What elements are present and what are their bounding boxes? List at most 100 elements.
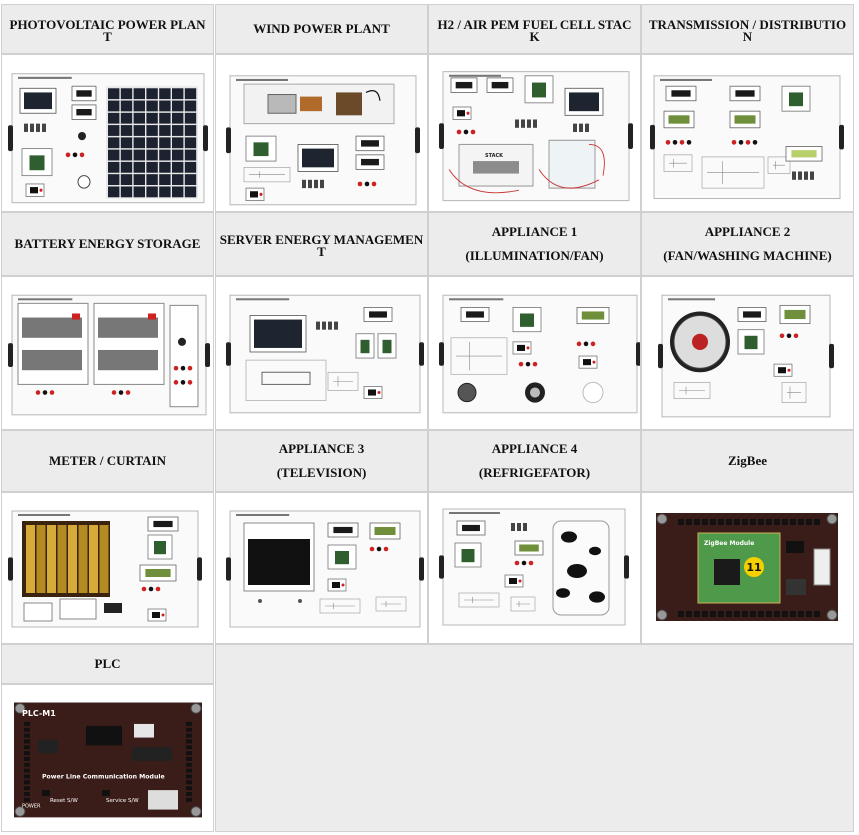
meter-display	[491, 81, 509, 89]
terminal-jack	[72, 152, 78, 158]
solar-cell	[184, 100, 197, 112]
terminal-jack	[665, 139, 671, 145]
rfid-reader	[23, 602, 53, 622]
diagram-lines	[249, 171, 285, 178]
system-diagram	[245, 359, 327, 401]
header-pin	[806, 519, 812, 525]
solar-cell	[146, 112, 158, 124]
product-image-app4	[428, 492, 641, 644]
stack-label: STACK	[485, 153, 504, 159]
solar-cell	[159, 125, 171, 136]
handle-right	[203, 125, 208, 152]
header-pin	[790, 519, 796, 525]
cow-spot	[589, 591, 605, 603]
handle-left	[226, 342, 231, 366]
terminal-jack	[525, 361, 531, 367]
handle-right	[197, 557, 202, 581]
header-pin	[186, 721, 192, 726]
header-pin	[750, 519, 756, 525]
header-pin	[186, 733, 192, 738]
solar-cell	[146, 161, 158, 173]
header-pin	[734, 611, 740, 617]
header-pin	[24, 762, 30, 767]
panel-caption	[236, 514, 290, 516]
solar-cell	[184, 125, 197, 136]
solar-cell	[133, 112, 145, 124]
solar-cell	[159, 100, 171, 112]
product-image-app1	[428, 276, 641, 430]
handle-right	[839, 124, 844, 150]
diagram-lines	[516, 601, 530, 607]
meter-display	[153, 520, 173, 528]
terminal-jack	[180, 380, 186, 385]
meter-display	[735, 90, 755, 97]
header-pin	[726, 519, 732, 525]
solar-cell	[172, 186, 184, 198]
product-image-pv	[1, 54, 214, 212]
controller-chip	[520, 313, 534, 327]
terminal-jack	[187, 380, 193, 385]
diagram-lines	[679, 386, 705, 395]
solar-cell	[146, 100, 158, 112]
lcd-display	[734, 115, 756, 124]
lcd-display	[145, 569, 171, 577]
cell-title: TRANSMISSION / DISTRIBUTIO	[648, 17, 847, 32]
header-pin	[24, 774, 30, 779]
cell-title: H2 / AIR PEM FUEL CELL STAC	[437, 17, 632, 32]
toggle-switch	[322, 321, 326, 330]
cell-title: APPLIANCE 1	[491, 224, 578, 239]
header-pin	[24, 745, 30, 750]
cow-spot	[561, 531, 577, 543]
header-pin	[694, 519, 700, 525]
tv-screen	[248, 539, 310, 585]
tv-speaker	[258, 599, 262, 603]
meter-display	[76, 90, 92, 97]
toggle-switch	[579, 123, 583, 132]
power-socket	[30, 187, 38, 194]
panel-caption	[236, 298, 290, 301]
solar-cell	[120, 125, 133, 136]
toggle-switch	[523, 523, 527, 531]
header-pin	[758, 611, 764, 617]
terminal-jack	[65, 152, 71, 158]
header-pin	[766, 519, 772, 525]
generator	[267, 94, 297, 114]
toggle-switch	[24, 123, 28, 132]
header-pin	[24, 739, 30, 744]
screen-display	[24, 92, 52, 110]
terminal-jack	[357, 181, 363, 187]
indicator-led	[39, 188, 43, 192]
mount-screw	[826, 609, 838, 621]
empty-area	[215, 644, 854, 832]
terminal-jack	[672, 139, 678, 145]
toggle-switch	[521, 119, 525, 128]
meter-display	[333, 526, 353, 534]
meter-display	[462, 524, 480, 532]
header-pin	[718, 519, 724, 525]
battery-connector	[72, 313, 80, 320]
diagram-block	[261, 371, 311, 385]
solar-cell	[172, 100, 184, 112]
product-illustration-trans	[650, 75, 844, 200]
terminal-jack	[590, 341, 596, 347]
terminal-jack	[155, 586, 161, 592]
diagram-lines	[464, 597, 494, 603]
solar-cell	[172, 137, 184, 149]
header-pin	[24, 792, 30, 796]
lcd-display	[784, 309, 806, 320]
power-socket	[152, 612, 160, 618]
knob	[78, 131, 86, 141]
cell-header: METER / CURTAIN	[1, 430, 214, 492]
power-socket	[368, 389, 376, 396]
panel-caption	[18, 76, 72, 79]
header-pin	[24, 727, 30, 732]
screen-display	[254, 319, 302, 348]
controller-chip	[253, 142, 269, 157]
terminal-jack	[148, 586, 154, 592]
terminal-jack	[686, 139, 692, 145]
handle-left	[650, 124, 655, 150]
header-pin	[186, 757, 192, 761]
solar-cell	[146, 88, 158, 100]
